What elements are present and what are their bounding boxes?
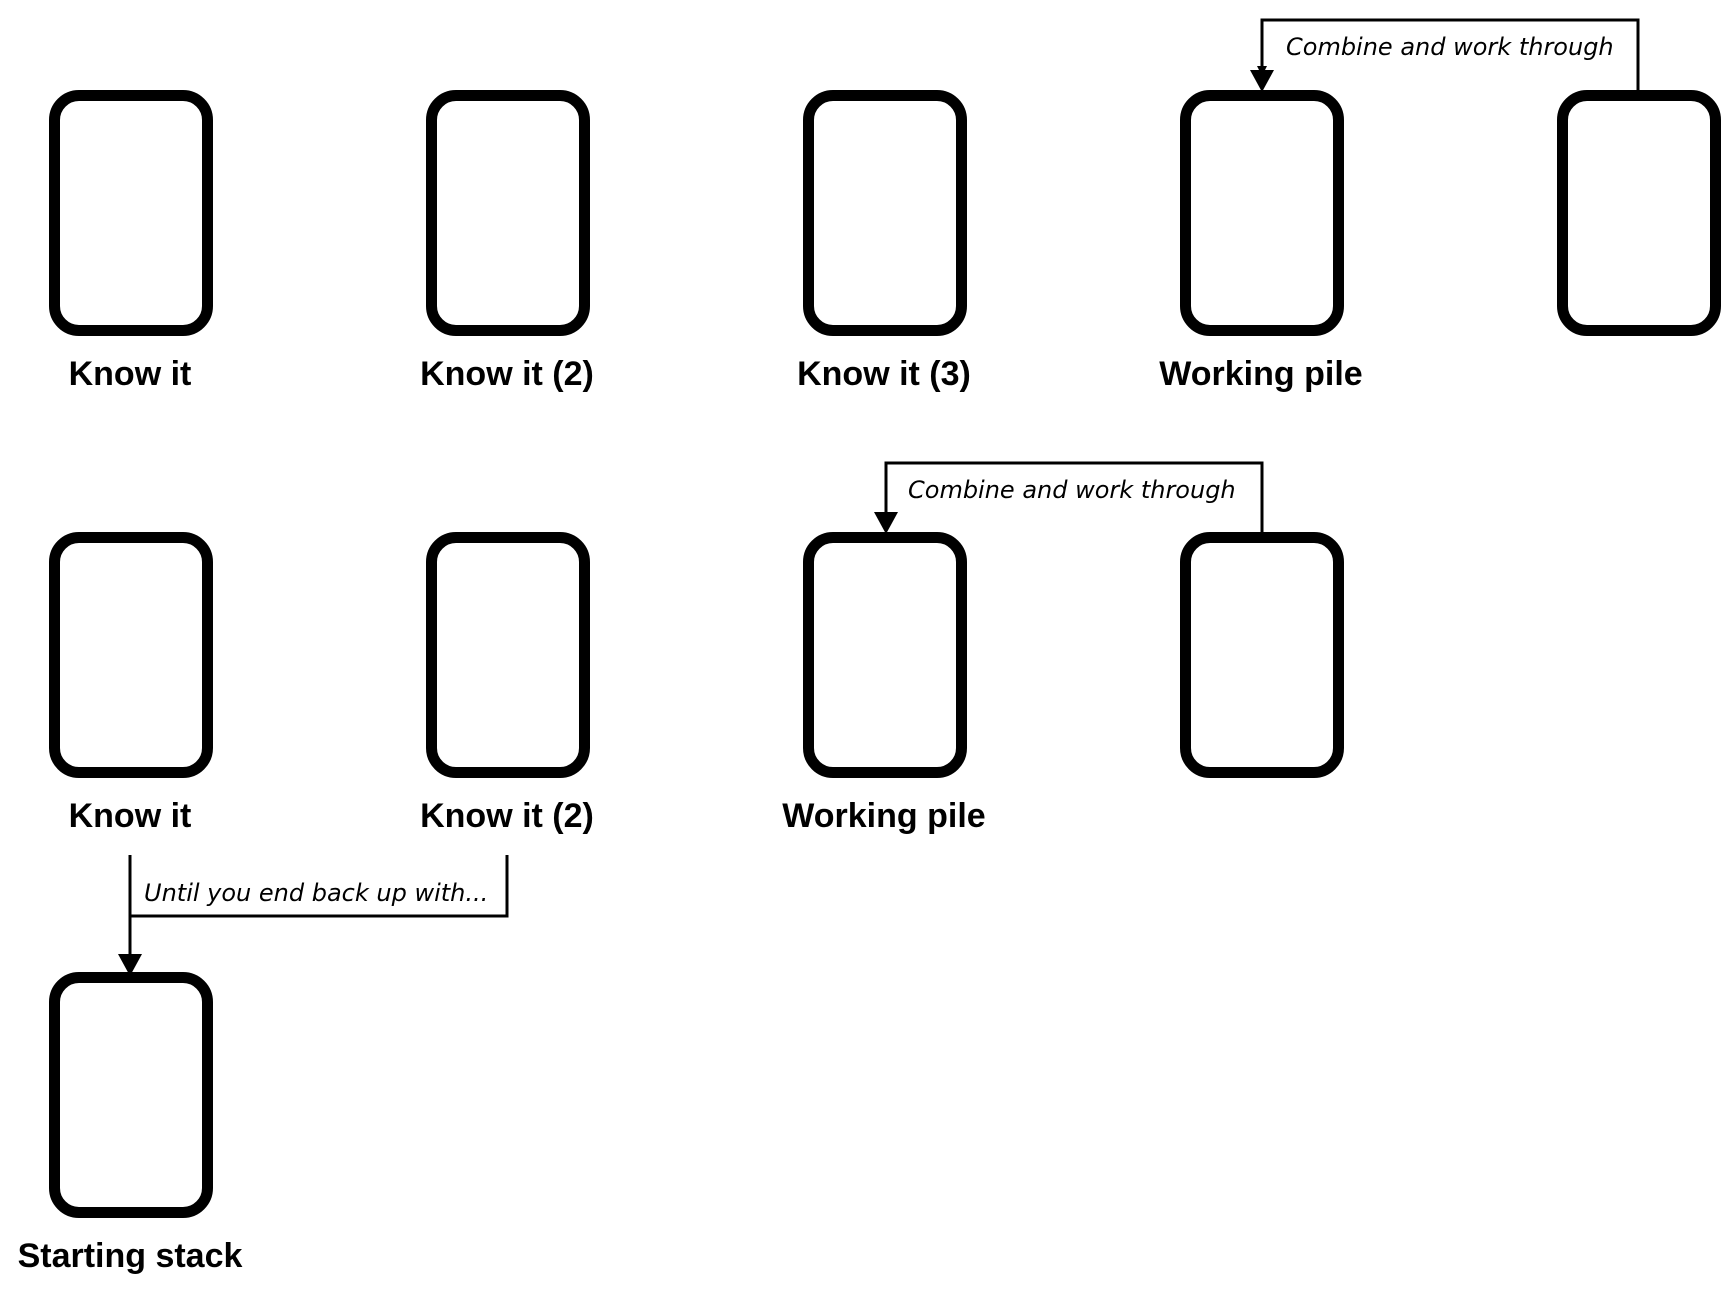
connector-top-combine xyxy=(1257,18,1640,90)
label-middle-know-it: Know it xyxy=(68,797,192,835)
label-middle-working-pile: Working pile xyxy=(782,797,986,835)
card-middle-extra xyxy=(1180,532,1344,778)
label-starting-stack: Starting stack xyxy=(17,1237,243,1275)
card-top-know-it-2 xyxy=(426,90,590,336)
arrow-top-combine xyxy=(1250,70,1274,92)
label-top-know-it-2: Know it (2) xyxy=(420,355,594,393)
connector-middle-combine xyxy=(884,461,1264,532)
arrow-middle-combine xyxy=(874,512,898,534)
card-starting-stack xyxy=(49,972,213,1218)
card-top-extra xyxy=(1557,90,1721,336)
label-middle-know-it-2: Know it (2) xyxy=(420,797,594,835)
note-middle-combine: Combine and work through xyxy=(908,476,1236,504)
card-middle-know-it xyxy=(49,532,213,778)
label-top-working-pile: Working pile xyxy=(1159,355,1363,393)
arrow-bottom-until xyxy=(118,954,142,976)
note-until-end-back: Until you end back up with... xyxy=(144,879,489,907)
card-middle-working-pile xyxy=(803,532,967,778)
note-top-combine: Combine and work through xyxy=(1286,33,1614,61)
card-top-know-it-3 xyxy=(803,90,967,336)
connector-bottom-until xyxy=(130,855,509,918)
card-top-know-it xyxy=(49,90,213,336)
label-top-know-it: Know it xyxy=(68,355,192,393)
card-top-working-pile xyxy=(1180,90,1344,336)
label-top-know-it-3: Know it (3) xyxy=(797,355,971,393)
card-middle-know-it-2 xyxy=(426,532,590,778)
